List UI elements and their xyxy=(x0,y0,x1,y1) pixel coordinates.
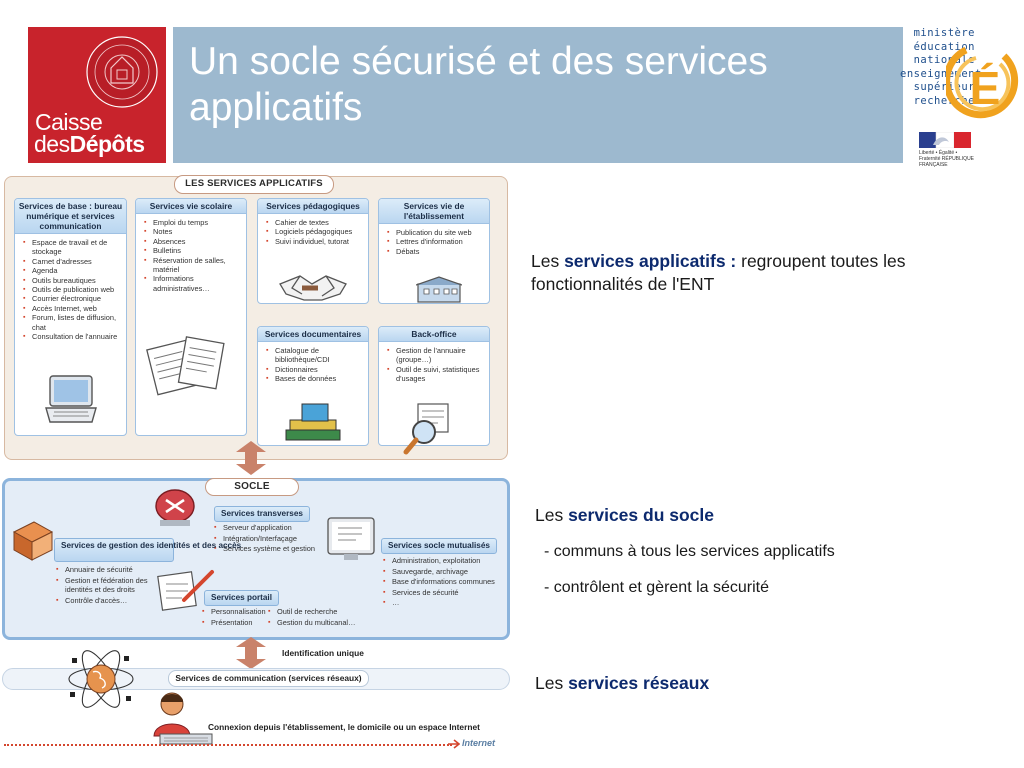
network-services-heading: Les services réseaux xyxy=(535,673,710,693)
identites-list: Annuaire de sécurité Gestion et fédérati… xyxy=(56,565,162,606)
applicative-services-tag: LES SERVICES APPLICATIFS xyxy=(174,175,334,194)
card-head: Services pédagogiques xyxy=(258,199,368,214)
ministry-e-logo-icon: É xyxy=(946,46,1019,119)
marianne-flag-icon xyxy=(919,132,971,148)
card-head: Services vie de l'établissement xyxy=(379,199,489,224)
network-globe-icon xyxy=(68,650,134,708)
card-head: Services documentaires xyxy=(258,327,368,342)
seal-icon xyxy=(86,36,158,108)
monitor-icon xyxy=(327,517,375,560)
double-arrow-icon xyxy=(236,441,266,475)
school-building-icon xyxy=(416,276,462,303)
portail-head: Services portail xyxy=(204,590,279,606)
card-head: Services de base : bureau numérique et s… xyxy=(15,199,126,234)
server-icon xyxy=(155,489,195,526)
folders-icon xyxy=(12,521,54,561)
network-services-tag: Services de communication (services rése… xyxy=(168,670,369,687)
socle-tag: SOCLE xyxy=(205,478,299,496)
magnifier-icon xyxy=(403,403,449,455)
applicative-services-description: Les services applicatifs : regroupent to… xyxy=(531,251,906,294)
handshake-icon xyxy=(279,275,347,301)
socle-description-line-2: - contrôlent et gèrent la sécurité xyxy=(544,579,770,596)
socle-description-line-1: - communs à tous les services applicatif… xyxy=(544,543,835,560)
laptop-icon xyxy=(45,375,97,423)
republique-francaise-text: Liberté • Égalité • Fraternité RÉPUBLIQU… xyxy=(919,150,975,168)
arrow-right-icon xyxy=(448,739,460,749)
internet-dotted-line xyxy=(4,744,452,746)
mutualises-list: Administration, exploitation Sauvegarde,… xyxy=(383,556,495,609)
logo-text-des-depots: desDépôts xyxy=(34,131,145,157)
identites-head: Services de gestion des identités et des… xyxy=(54,538,241,562)
caisse-des-depots-logo: Caisse desDépôts xyxy=(28,27,166,163)
card-head: Back-office xyxy=(379,327,489,342)
double-arrow-icon xyxy=(236,637,266,669)
documents-icon xyxy=(146,336,225,396)
identification-label: Identification unique xyxy=(282,648,364,658)
portail-list-1: Personnalisation Présentation xyxy=(202,607,266,628)
internet-label: Internet xyxy=(462,738,496,748)
page-title: Un socle sécurisé et des services applic… xyxy=(189,40,768,129)
transverses-head: Services transverses xyxy=(214,506,310,522)
socle-services-heading: Les services du socle xyxy=(535,505,714,525)
books-icon xyxy=(285,403,341,441)
card-head: Services vie scolaire xyxy=(136,199,246,214)
card-vie-scolaire: Services vie scolaire Emploi du temps No… xyxy=(135,198,247,436)
connexion-label: Connexion depuis l'établissement, le dom… xyxy=(208,722,480,732)
mutualises-head: Services socle mutualisés xyxy=(381,538,497,554)
svg-text:É: É xyxy=(970,62,1001,114)
transverses-list: Serveur d'application Intégration/Interf… xyxy=(214,523,315,553)
logo-text-caisse: Caisse xyxy=(35,109,103,135)
title-band: Un socle sécurisé et des services applic… xyxy=(173,27,903,163)
pen-paper-icon xyxy=(157,570,214,611)
card-vie-etablissement: Services vie de l'établissement Publicat… xyxy=(378,198,490,304)
user-at-computer-icon xyxy=(153,692,213,745)
card-pedagogiques: Services pédagogiques Cahier de textes L… xyxy=(257,198,369,304)
portail-list-2: Outil de recherche Gestion du multicanal… xyxy=(268,607,355,628)
